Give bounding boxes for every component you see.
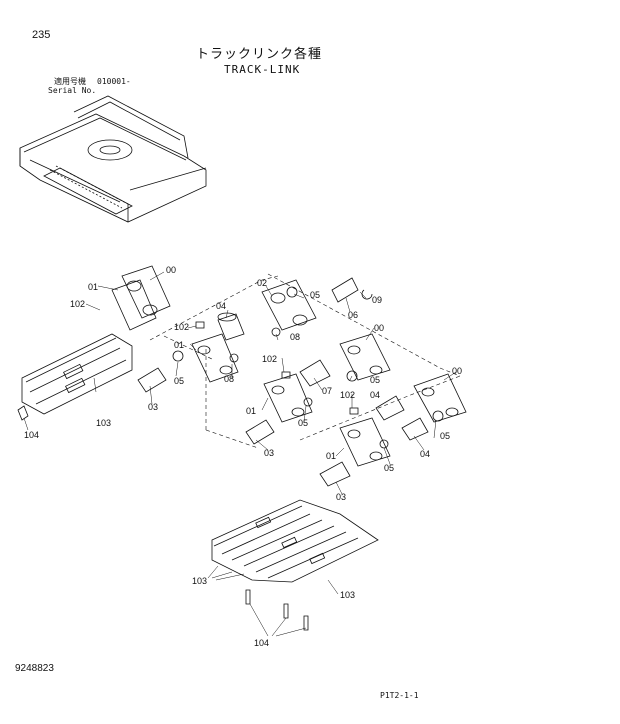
callout-label: 103 [192,576,207,586]
track-shoe-1 [17,333,133,421]
callout-label: 05 [310,290,320,300]
track-link-1 [111,265,171,331]
callout-label: 104 [254,638,269,648]
title-japanese: トラックリンク各種 [196,47,323,62]
callout-label: 02 [257,278,267,288]
callout-label: 01 [88,282,98,292]
callout-label: 00 [166,265,176,275]
callout-label: 102 [340,390,355,400]
callout-label: 102 [70,299,85,309]
callout-label: 06 [348,310,358,320]
callout-leaders [23,271,457,637]
callout-label: 08 [290,332,300,342]
serial-label-japanese: 適用号機 [54,77,86,86]
bushing-upper [195,277,373,341]
title-english: TRACK-LINK [224,63,301,76]
callout-label: 104 [24,430,39,440]
serial-label-english: Serial No. [48,86,97,95]
figure-code: P1T2-1-1 [380,691,419,700]
callout-label: 07 [322,386,332,396]
callout-label: 04 [216,301,226,311]
callout-label: 01 [174,340,184,350]
callout-label: 00 [452,366,462,376]
serial-value: 010001- [97,77,131,86]
callout-label: 05 [440,431,450,441]
callout-label: 05 [384,463,394,473]
callout-labels: 00 01 102 103 104 02 05 09 04 06 102 08 … [24,265,462,648]
callout-label: 09 [372,295,382,305]
callout-label: 103 [340,590,355,600]
undercarriage-overview [19,95,207,223]
drawing-number: 9248823 [15,663,54,674]
callout-label: 03 [264,448,274,458]
track-shoe-assembly [211,499,379,631]
callout-label: 03 [336,492,346,502]
callout-label: 08 [224,374,234,384]
callout-label: 05 [370,375,380,385]
callout-label: 04 [370,390,380,400]
callout-label: 03 [148,402,158,412]
callout-label: 103 [96,418,111,428]
track-link-4 [319,373,467,487]
callout-label: 102 [174,322,189,332]
callout-label: 01 [246,406,256,416]
track-link-3 [245,333,391,445]
callout-label: 04 [420,449,430,459]
track-link-2 [137,279,317,393]
assembly-guide-lines [149,273,461,449]
page-number: 235 [32,29,51,41]
callout-label: 05 [174,376,184,386]
callout-label: 102 [262,354,277,364]
callout-label: 00 [374,323,384,333]
callout-label: 01 [326,451,336,461]
callout-label: 05 [298,418,308,428]
